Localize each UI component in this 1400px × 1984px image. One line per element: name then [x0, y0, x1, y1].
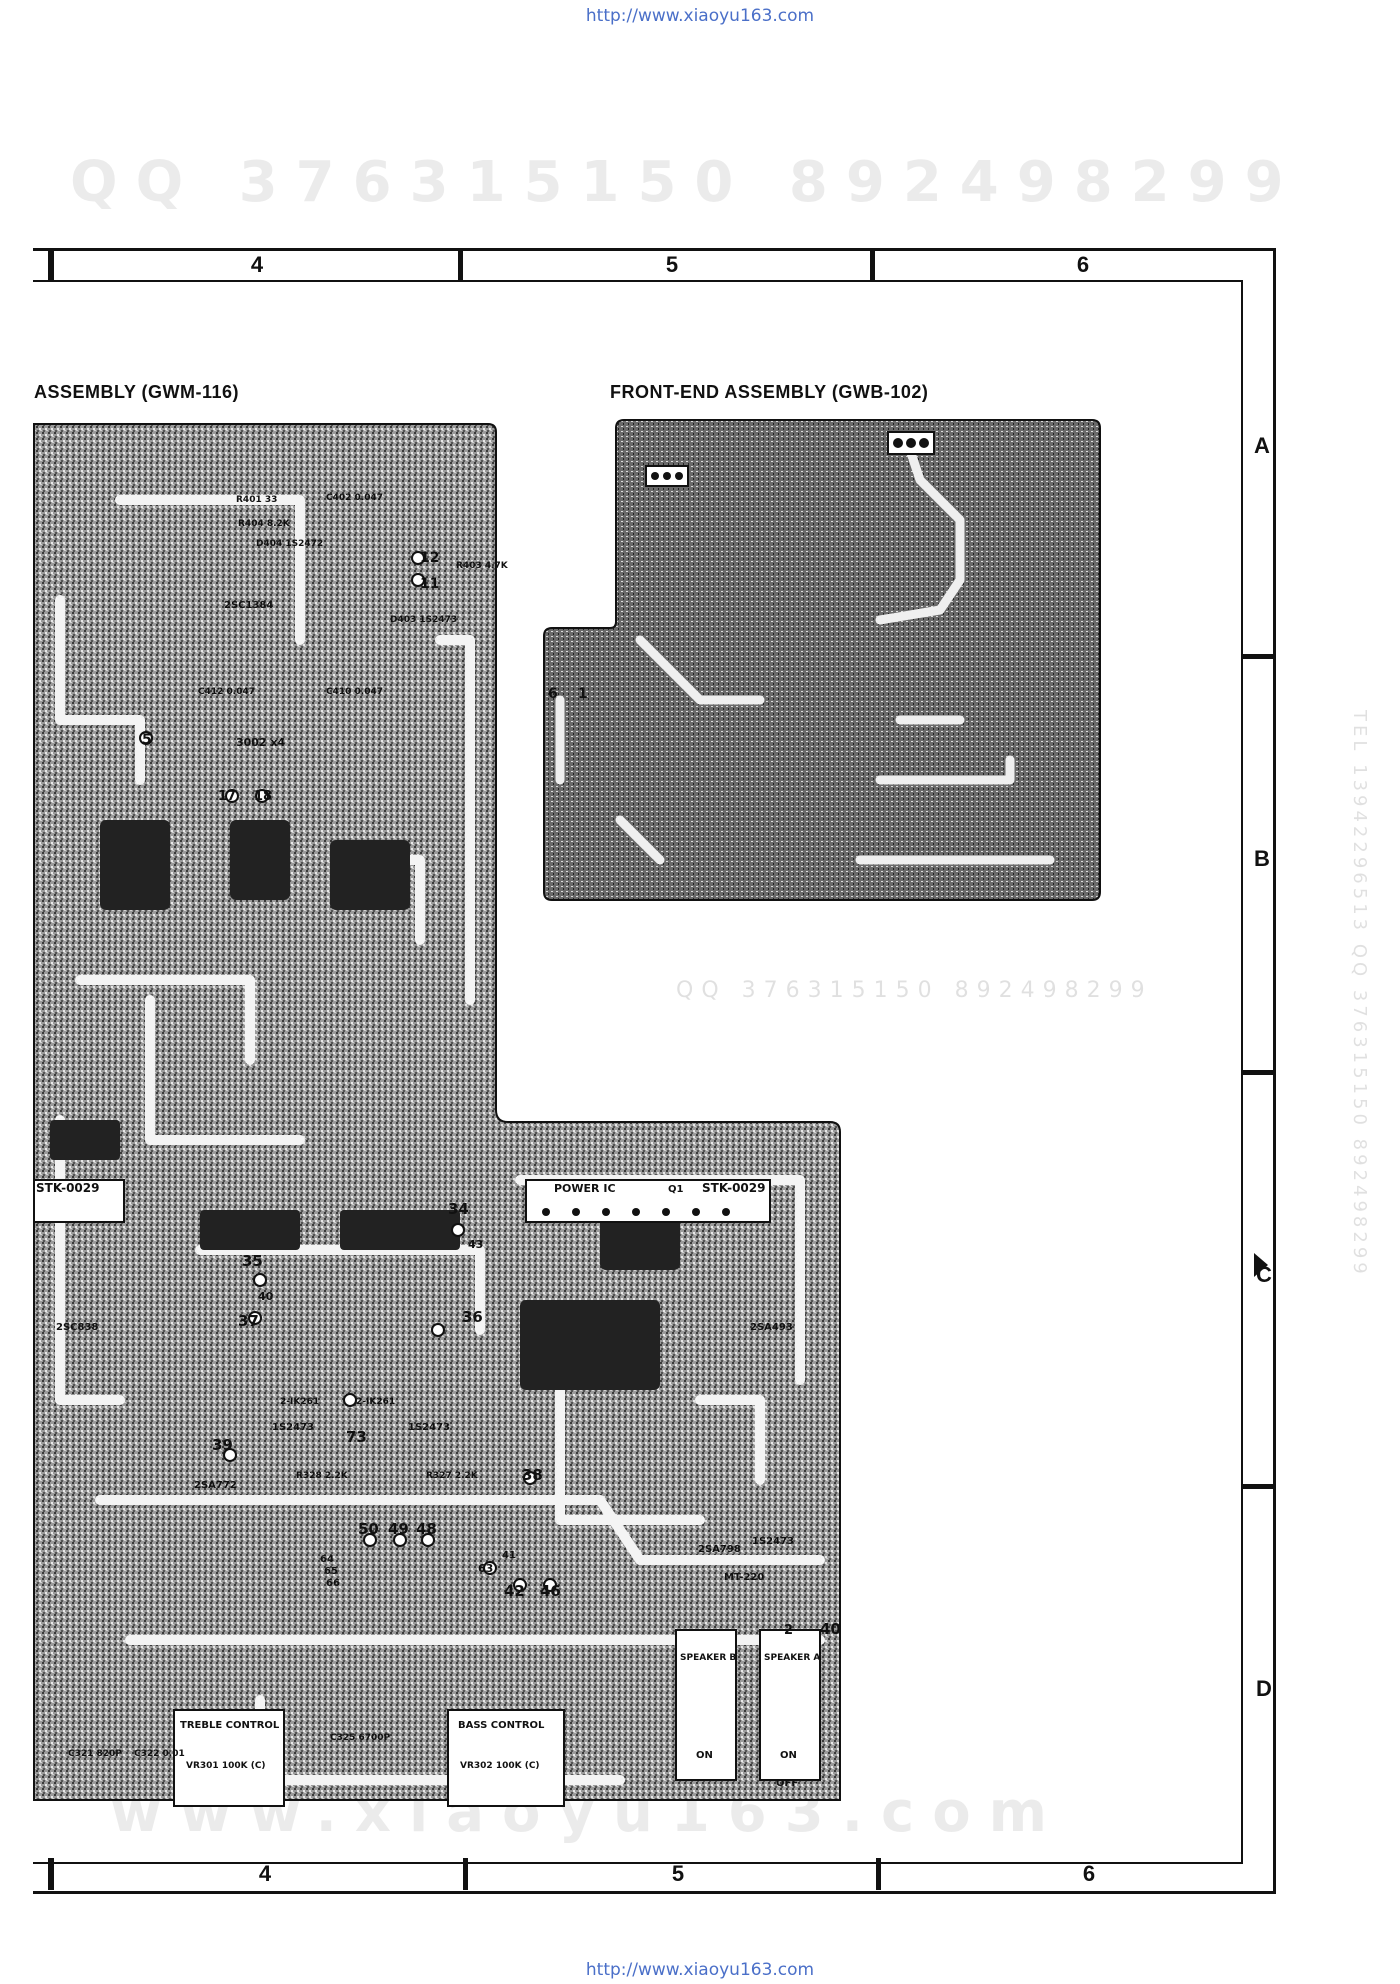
- label-1s2473-b: 1S2473: [408, 1422, 450, 1433]
- row-label-b: B: [1254, 846, 1270, 871]
- front-end-connector: [645, 431, 935, 487]
- label-p65: 65: [324, 1566, 338, 1577]
- outer-frame: [33, 248, 1276, 1894]
- label-p1: 1: [578, 686, 588, 702]
- col-label-6-top: 6: [1076, 252, 1090, 277]
- col-label-4-top: 4: [250, 252, 264, 277]
- label-mt220: MT-220: [724, 1572, 764, 1583]
- label-c412: C412 0.047: [198, 687, 255, 697]
- label-p40b: 40: [820, 1620, 841, 1638]
- label-2sa772: 2SA772: [194, 1480, 237, 1491]
- label-stk-left: STK-0029: [36, 1181, 99, 1195]
- label-c325: C325 6700P: [330, 1733, 391, 1743]
- label-p35: 35: [242, 1252, 263, 1270]
- label-p11: 11: [420, 576, 439, 592]
- label-p18: 18: [254, 789, 272, 804]
- watermark-qq-middle: QQ 376315150 892498299: [676, 978, 1153, 1003]
- label-p17: 17: [218, 789, 236, 804]
- label-vr-bass: VR302 100K (C): [460, 1761, 540, 1771]
- label-power-ic: POWER IC: [554, 1182, 616, 1195]
- bass-control-box: [447, 1709, 565, 1807]
- label-p73: 73: [346, 1428, 367, 1446]
- grid-ticks-top: [48, 248, 875, 280]
- treble-control-box: [173, 1709, 285, 1807]
- label-p6: 6: [548, 686, 558, 702]
- label-1s2473-a: 1S2473: [272, 1422, 314, 1433]
- label-vr-treble: VR301 100K (C): [186, 1761, 266, 1771]
- label-p12: 12: [420, 550, 439, 566]
- col-label-5-bottom: 5: [671, 1861, 685, 1886]
- label-p38: 38: [522, 1466, 543, 1484]
- label-p48: 48: [416, 1520, 437, 1538]
- row-label-d: D: [1256, 1676, 1272, 1701]
- label-r328: R328 2.2K: [296, 1471, 349, 1481]
- label-c322: C322 0.01: [134, 1749, 185, 1759]
- label-c402: C402 0.047: [326, 493, 383, 503]
- label-bass-control: BASS CONTROL: [458, 1720, 545, 1731]
- label-p36: 36: [462, 1308, 483, 1326]
- label-diodes: 3002 x4: [236, 736, 286, 749]
- power-ic-pins: [542, 1208, 730, 1216]
- label-p37: 37: [238, 1312, 259, 1330]
- main-board-dark-pads: [50, 820, 680, 1390]
- label-1s2473-c: 1S2473: [752, 1536, 794, 1547]
- label-p41: 41: [502, 1550, 516, 1561]
- label-d404: D404 1S2472: [256, 539, 323, 549]
- label-2sc1384: 2SC1384: [224, 600, 273, 611]
- stk-left-outline: [33, 1179, 125, 1223]
- label-p63: 63: [478, 1562, 493, 1575]
- top-url[interactable]: http://www.xiaoyu163.com: [585, 6, 815, 26]
- label-on-left: ON: [696, 1750, 713, 1761]
- label-p43: 43: [468, 1238, 483, 1251]
- left-assembly-title: ASSEMBLY (GWM-116): [34, 382, 240, 402]
- col-label-4-bottom: 4: [258, 1861, 272, 1886]
- label-c410: C410 0.047: [326, 687, 383, 697]
- label-r327: R327 2.2K: [426, 1471, 479, 1481]
- speaker-a-switch[interactable]: [759, 1629, 821, 1781]
- label-p40: 40: [258, 1290, 274, 1303]
- col-label-6-bottom: 6: [1082, 1861, 1096, 1886]
- label-p5: 5: [142, 732, 152, 748]
- right-assembly-title: FRONT-END ASSEMBLY (GWB-102): [610, 382, 929, 402]
- front-end-traces: [555, 445, 1055, 865]
- label-p50: 50: [358, 1520, 379, 1538]
- label-p64: 64: [320, 1554, 334, 1565]
- label-p34: 34: [448, 1200, 469, 1218]
- label-treble-control: TREBLE CONTROL: [180, 1720, 280, 1731]
- row-label-a: A: [1254, 433, 1270, 458]
- label-d403: D403 1S2473: [390, 615, 457, 625]
- registration-mark: [1254, 1253, 1268, 1277]
- watermark-qq-top: QQ 376315150 892498299: [70, 150, 1302, 215]
- label-p42: 42: [504, 1582, 525, 1600]
- label-2ik261-a: 2-IK261: [280, 1397, 319, 1407]
- speaker-b-switch[interactable]: [675, 1629, 737, 1781]
- label-2ik261-b: 2-IK261: [356, 1397, 395, 1407]
- grid-ticks-bottom: [48, 1858, 881, 1890]
- bottom-url[interactable]: http://www.xiaoyu163.com: [585, 1960, 815, 1980]
- label-2sa798: 2SA798: [698, 1544, 741, 1555]
- label-p49: 49: [388, 1520, 409, 1538]
- label-r401: R401 33: [236, 495, 277, 505]
- board-text-labels: POWER IC Q1 STK-0029 STK-0029 TREBLE CON…: [36, 493, 841, 1789]
- label-p39: 39: [212, 1436, 233, 1454]
- label-2sc838: 2SC838: [56, 1322, 98, 1333]
- test-points: [139, 551, 557, 1592]
- label-q1: Q1: [668, 1184, 684, 1195]
- power-ic-outline: [525, 1179, 771, 1223]
- label-r403: R403 4.7K: [456, 561, 509, 571]
- col-label-5-top: 5: [665, 252, 679, 277]
- label-p66: 66: [326, 1578, 340, 1589]
- label-off: OFF: [776, 1778, 798, 1789]
- label-r404: R404 8.2K: [238, 519, 291, 529]
- label-speaker-b: SPEAKER B: [680, 1653, 736, 1663]
- label-speaker-a: SPEAKER A: [764, 1653, 820, 1663]
- label-2sa493: 2SA493: [750, 1322, 793, 1333]
- label-on-right: ON: [780, 1750, 797, 1761]
- label-p2: 2: [784, 1623, 793, 1638]
- grid-ticks-right: [1241, 654, 1273, 1489]
- label-p46: 46: [540, 1582, 561, 1600]
- label-c321: C321 820P: [68, 1749, 122, 1759]
- label-stk-right: STK-0029: [702, 1181, 765, 1195]
